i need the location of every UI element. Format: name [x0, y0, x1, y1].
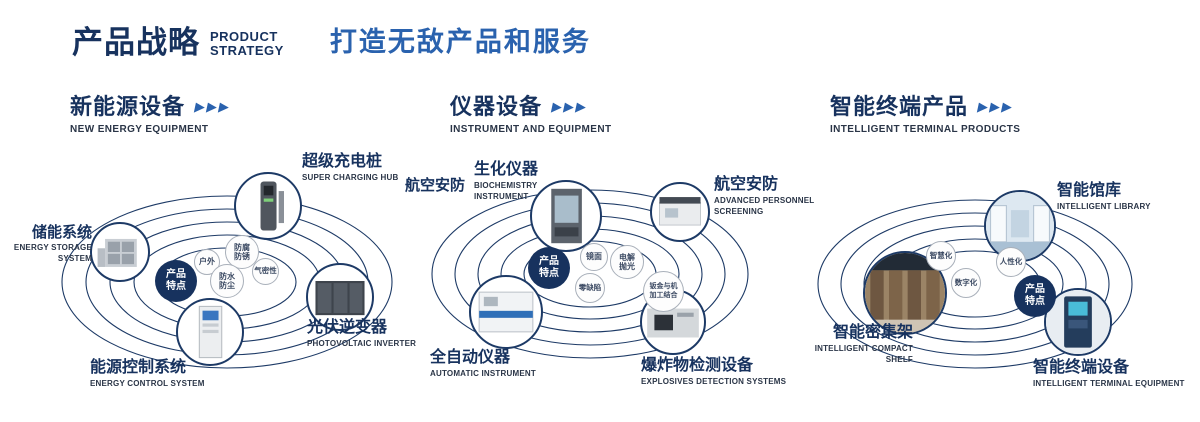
header: 产品战略 PRODUCT STRATEGY 打造无敌产品和服务: [72, 27, 591, 58]
product-features-badge-new-energy: 产品特点: [155, 260, 197, 302]
section-title-instrument: 仪器设备: [450, 94, 543, 119]
energy-control-system-image: [198, 305, 223, 359]
product-circle-super-charging-hub: [234, 172, 302, 240]
product-circle-energy-storage: [90, 222, 150, 282]
section-title-new-energy: 新能源设备: [70, 94, 186, 119]
badge-label: 产品特点: [1025, 284, 1045, 307]
badge-label: 产品特点: [539, 256, 559, 279]
feature-bubble-airtightness: 气密性: [252, 258, 279, 285]
feature-bubble-sheet-metal-machining: 钣金与机加工结合: [643, 271, 684, 312]
section-subtitle-intelligent-terminal: INTELLIGENT TERMINAL PRODUCTS: [830, 124, 1021, 136]
tagline: 打造无敌产品和服务: [329, 27, 591, 57]
biochemistry-instrument-image: [551, 188, 582, 244]
product-circle-biochemistry-instrument: [530, 180, 602, 252]
automatic-instrument-image: [478, 291, 534, 333]
product-label-explosives-detection: 爆炸物检测设备 EXPLOSIVES DETECTION SYSTEMS: [641, 357, 787, 387]
product-label-biochemistry-instrument: 生化仪器 BIOCHEMISTRY INSTRUMENT: [474, 161, 539, 201]
page-title: 产品战略: [72, 25, 200, 60]
personnel-screening-image: [659, 197, 701, 226]
product-circle-personnel-screening: [650, 182, 710, 242]
super-charging-hub-image: [260, 181, 284, 231]
section-subtitle-instrument: INSTRUMENT AND EQUIPMENT: [450, 124, 612, 136]
product-label-energy-control-system: 能源控制系统 ENERGY CONTROL SYSTEM: [90, 359, 205, 389]
feature-bubble-intelligentization: 智慧化: [926, 241, 956, 271]
section-heading-intelligent-terminal: 智能终端产品 ▶▶▶ INTELLIGENT TERMINAL PRODUCTS: [830, 94, 1021, 136]
product-label-automatic-instrument: 全自动仪器 AUTOMATIC INSTRUMENT: [430, 349, 536, 379]
product-circle-explosives-detection: [640, 289, 706, 355]
intelligent-terminal-equipment-image: [1046, 290, 1110, 354]
product-label-intelligent-terminal-equipment: 智能终端设备 INTELLIGENT TERMINAL EQUIPMENT: [1033, 359, 1185, 389]
photovoltaic-inverter-image: [315, 281, 365, 316]
section-heading-instrument: 仪器设备 ▶▶▶ INSTRUMENT AND EQUIPMENT: [450, 94, 612, 136]
triple-arrow-icon: ▶▶▶: [550, 99, 590, 115]
product-circle-energy-control-system: [176, 298, 244, 366]
product-label-intelligent-library: 智能馆库 INTELLIGENT LIBRARY: [1057, 182, 1151, 212]
product-circle-photovoltaic-inverter: [306, 263, 374, 331]
section-heading-new-energy: 新能源设备 ▶▶▶ NEW ENERGY EQUIPMENT: [70, 94, 233, 136]
product-label-super-charging-hub: 超级充电桩 SUPER CHARGING HUB: [302, 153, 399, 183]
product-circle-automatic-instrument: [469, 275, 543, 349]
section-subtitle-new-energy: NEW ENERGY EQUIPMENT: [70, 124, 209, 136]
page-title-en: PRODUCT STRATEGY: [210, 30, 284, 57]
triple-arrow-icon: ▶▶▶: [976, 99, 1016, 115]
feature-bubble-waterproof-dustproof: 防水防尘: [210, 264, 244, 298]
triple-arrow-icon: ▶▶▶: [193, 99, 233, 115]
page-title-en-line1: PRODUCT: [210, 29, 278, 44]
product-circle-intelligent-compact-shelf: [863, 251, 947, 335]
feature-bubble-digitalization: 数字化: [951, 268, 981, 298]
product-label-energy-storage: 储能系统 ENERGY STORAGE SYSTEM: [13, 224, 92, 263]
feature-bubble-mirror-finish: 镜面: [580, 243, 608, 271]
energy-storage-image: [97, 238, 137, 267]
page-title-en-line2: STRATEGY: [210, 42, 284, 58]
product-features-badge-intelligent-terminal: 产品特点: [1014, 275, 1056, 317]
feature-bubble-humanization: 人性化: [996, 247, 1026, 277]
product-label-intelligent-compact-shelf: 智能密集架 INTELLIGENT COMPACT SHELF: [814, 324, 913, 364]
feature-bubble-zero-defect: 零缺陷: [575, 273, 605, 303]
section-title-intelligent-terminal: 智能终端产品: [830, 94, 969, 119]
badge-label: 产品特点: [166, 269, 186, 292]
product-label-photovoltaic-inverter: 光伏逆变器 PHOTOVOLTAIC INVERTER: [307, 319, 417, 349]
aviation-security-side-label: 航空安防: [405, 177, 466, 194]
explosives-detection-image: [647, 308, 699, 338]
product-features-badge-instrument: 产品特点: [528, 247, 570, 289]
product-label-personnel-screening: 航空安防 ADVANCED PERSONNEL SCREENING: [714, 176, 815, 216]
product-circle-intelligent-terminal-equipment: [1044, 288, 1112, 356]
feature-bubble-electropolishing: 电解抛光: [610, 245, 644, 279]
